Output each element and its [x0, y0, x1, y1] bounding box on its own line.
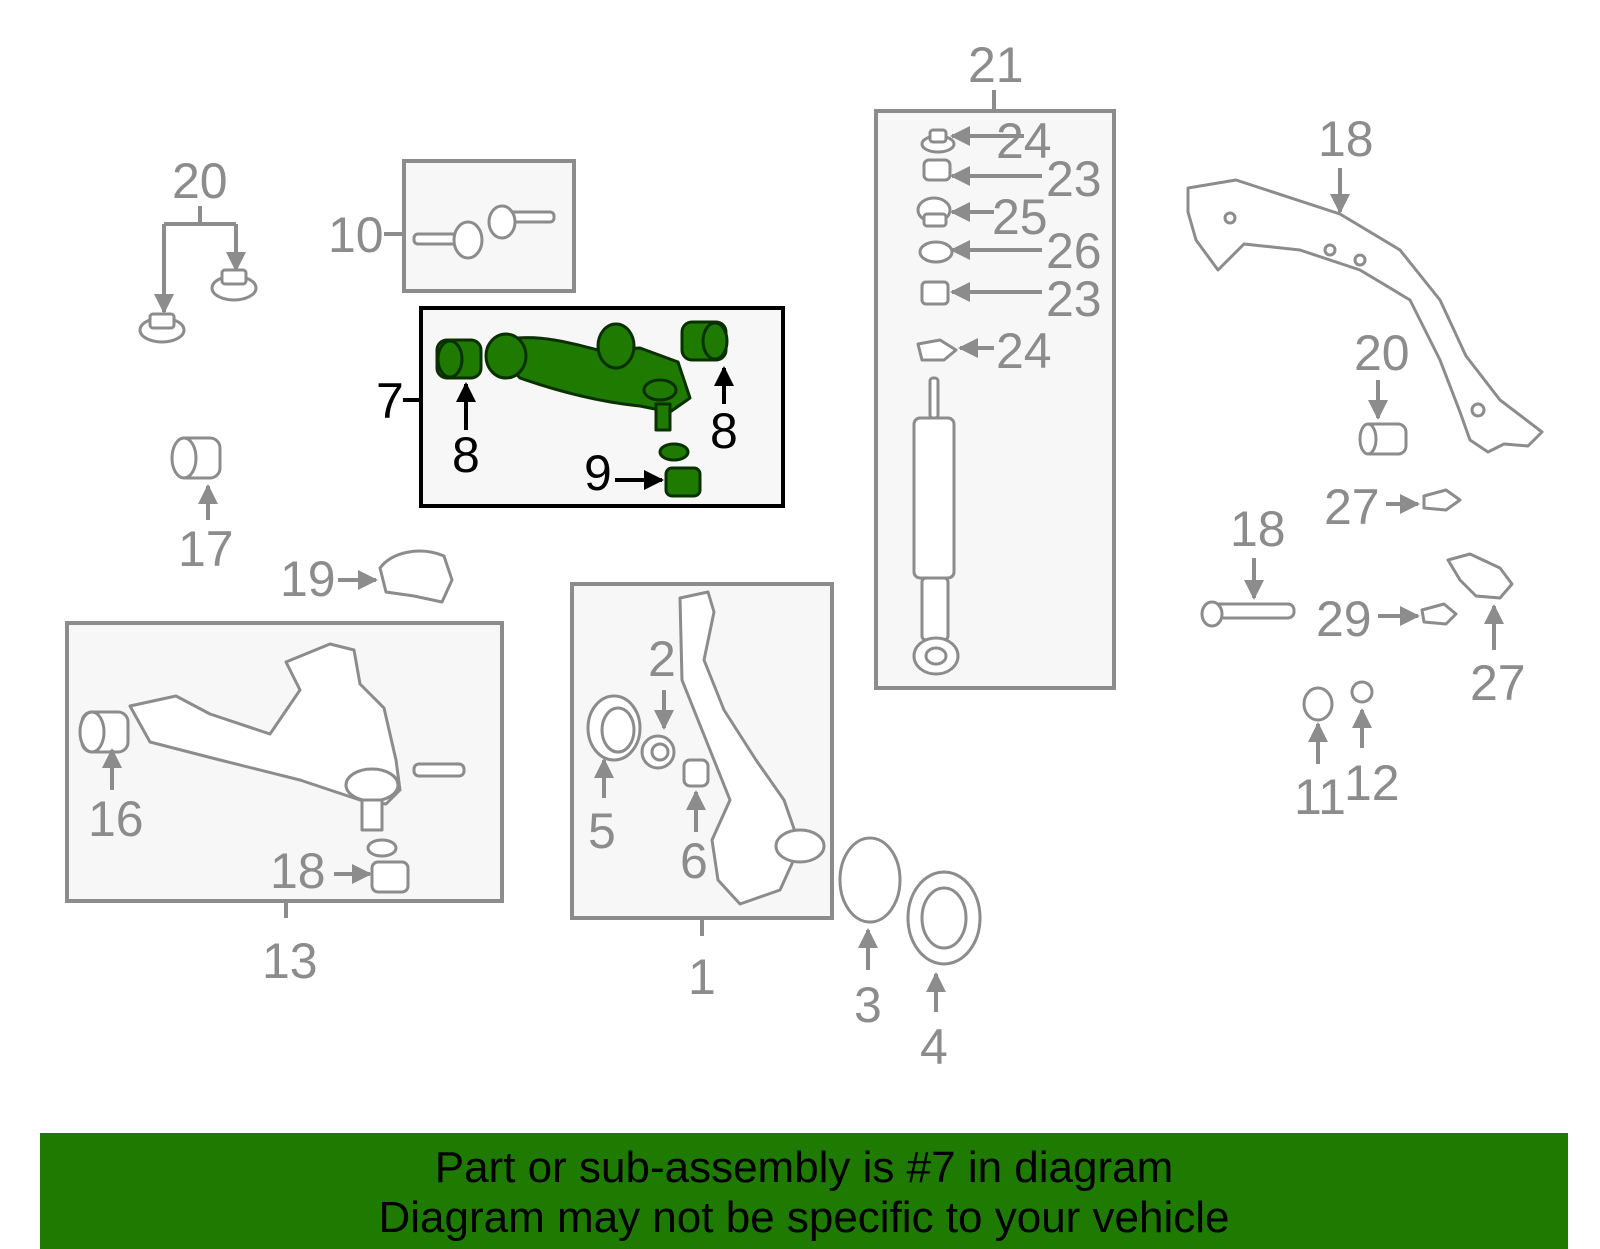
callout-26[interactable]: 26 — [1046, 223, 1102, 279]
part-23-top — [922, 158, 952, 182]
part-18-group: 18 — [1200, 501, 1296, 628]
part-21-nut-left — [138, 312, 186, 344]
part-14-bushing — [78, 710, 130, 754]
callout-9[interactable]: 9 — [584, 445, 612, 501]
callout-16[interactable]: 18 — [270, 843, 326, 899]
part-12-group: 12 — [1344, 680, 1400, 811]
info-banner: Part or sub-assembly is #7 in diagram Di… — [40, 1133, 1568, 1249]
callout-27[interactable]: 27 — [1470, 655, 1526, 711]
upper-control-arm[interactable] — [484, 322, 692, 432]
leader-21 — [162, 206, 238, 310]
part-20-group: 20 — [1354, 325, 1410, 456]
part-13-bolt — [412, 762, 466, 778]
part-19-group: 18 — [1186, 111, 1544, 454]
callout-4[interactable]: 4 — [920, 1019, 948, 1075]
callout-2[interactable]: 2 — [648, 631, 676, 687]
part-10-bolt-b — [487, 204, 556, 240]
part-22-group: 21 24 23 25 26 23 24 — [874, 37, 1116, 690]
part-29 — [1420, 602, 1458, 626]
callout-7[interactable]: 7 — [376, 373, 404, 429]
part-17-bracket — [378, 549, 454, 604]
part-1-group: 2 5 6 1 — [570, 582, 834, 1005]
part-16-boot — [366, 838, 410, 894]
callout-1[interactable]: 1 — [688, 949, 716, 1005]
part-3-group: 3 — [838, 836, 902, 1033]
callout-11[interactable]: 11 — [1294, 769, 1346, 825]
part-23-bottom — [920, 280, 950, 306]
part-17-group: 19 — [280, 549, 454, 607]
callout-22[interactable]: 21 — [968, 37, 1024, 93]
shock-absorber — [912, 376, 960, 676]
callout-21[interactable]: 20 — [172, 153, 228, 209]
part-10-group: 10 — [328, 159, 576, 293]
part-24-bottom — [916, 338, 958, 362]
part-21-nut-right — [210, 268, 258, 302]
banner-line-2: Diagram may not be specific to your vehi… — [378, 1193, 1230, 1242]
part-4-group: 4 — [906, 870, 982, 1075]
part-6-bushing — [682, 758, 710, 788]
callout-14[interactable]: 16 — [88, 791, 144, 847]
part-11 — [1302, 686, 1334, 722]
callout-25[interactable]: 25 — [992, 189, 1048, 245]
banner-line-1: Part or sub-assembly is #7 in diagram — [434, 1143, 1174, 1192]
callout-24-top[interactable]: 24 — [996, 113, 1052, 169]
part-25 — [916, 196, 952, 228]
callout-23-top[interactable]: 23 — [1046, 151, 1102, 207]
callout-3[interactable]: 3 — [854, 977, 882, 1033]
part-2-bearing — [640, 734, 676, 770]
part-21-group: 20 — [138, 153, 258, 344]
callout-23-bottom[interactable]: 23 — [1046, 271, 1102, 327]
part-7-group[interactable]: 7 8 8 9 — [376, 306, 785, 508]
callout-28[interactable]: 27 — [1324, 479, 1380, 535]
part-8-bushing-left[interactable] — [435, 338, 483, 380]
callout-20[interactable]: 20 — [1354, 325, 1410, 381]
part-28-group: 27 — [1324, 479, 1462, 535]
callout-12[interactable]: 12 — [1344, 755, 1400, 811]
part-8-bushing-right[interactable] — [680, 320, 729, 362]
callout-24-bottom[interactable]: 24 — [996, 323, 1052, 379]
part-29-group: 29 — [1316, 591, 1458, 647]
callout-6[interactable]: 6 — [680, 833, 708, 889]
callout-29[interactable]: 29 — [1316, 591, 1372, 647]
part-26 — [918, 240, 954, 264]
part-28 — [1422, 488, 1462, 512]
frame-bracket — [1186, 178, 1544, 454]
part-22-box — [874, 109, 1116, 690]
callout-10[interactable]: 10 — [328, 207, 384, 263]
part-27-bracket — [1446, 552, 1514, 600]
callout-17[interactable]: 19 — [280, 551, 336, 607]
callout-8-left[interactable]: 8 — [452, 427, 480, 483]
callout-18[interactable]: 18 — [1230, 501, 1286, 557]
callout-13[interactable]: 13 — [262, 933, 318, 989]
callout-15[interactable]: 17 — [178, 521, 234, 577]
part-13-group: 16 18 13 — [65, 621, 504, 989]
part-5-seal — [586, 694, 642, 762]
part-9-ball-joint-boot[interactable] — [658, 442, 702, 498]
callout-8-right[interactable]: 8 — [710, 403, 738, 459]
lower-control-arm — [128, 642, 402, 806]
part-3-cover — [838, 836, 902, 924]
callout-19[interactable]: 18 — [1318, 111, 1374, 167]
part-11-group: 11 — [1294, 686, 1346, 825]
steering-knuckle — [678, 590, 802, 906]
part-10-bolt-a — [412, 220, 484, 260]
part-24-top — [920, 128, 956, 154]
part-15-group: 17 — [170, 436, 234, 577]
callout-5[interactable]: 5 — [588, 803, 616, 859]
part-27-group: 27 — [1446, 552, 1526, 711]
part-12 — [1350, 680, 1374, 704]
